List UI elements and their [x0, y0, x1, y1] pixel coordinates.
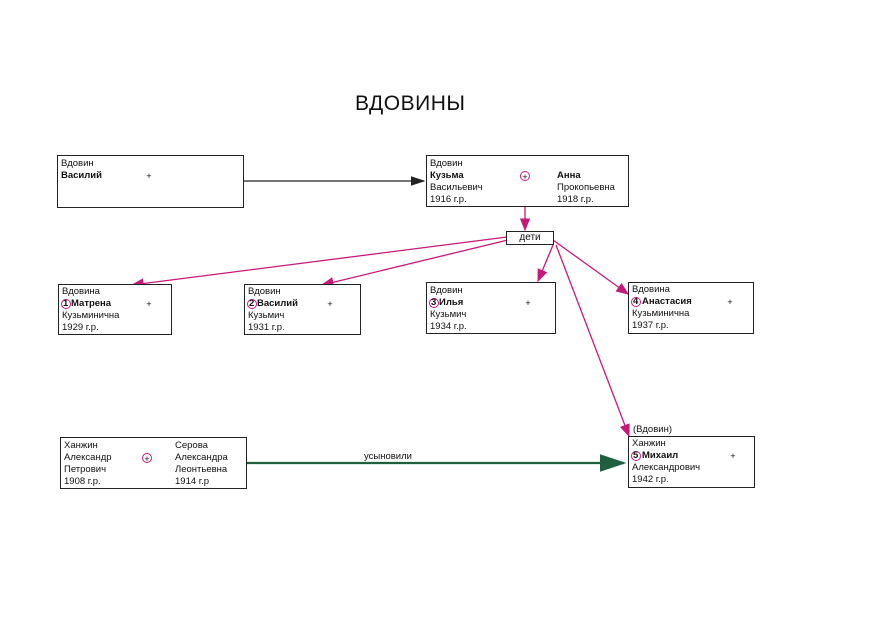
edge-to-child-3	[537, 244, 554, 283]
patronymic: Кузьмич	[430, 309, 467, 320]
given-name: Анастасия	[642, 296, 692, 307]
child-number: 5	[633, 450, 639, 461]
person-card-vasiliy-root[interactable]: Вдовин Василий +	[57, 155, 244, 208]
deceased-mark: +	[146, 171, 152, 181]
patronymic: Александрович	[632, 462, 701, 473]
surname: Вдовина	[62, 286, 100, 297]
person-card-child-5[interactable]: Ханжин 5 Михаил + Александрович 1942 г.р…	[628, 436, 755, 488]
husband-patronymic: Васильевич	[430, 182, 483, 193]
surname: Вдовина	[632, 284, 670, 295]
surname: Вдовин	[430, 158, 463, 169]
deceased-mark: +	[522, 172, 528, 182]
adoption-label: усыновили	[364, 451, 412, 462]
number-circle-icon	[429, 298, 439, 308]
birth-year: 1929 г.р.	[62, 322, 99, 333]
deceased-mark: +	[727, 297, 733, 307]
person-card-child-3[interactable]: Вдовин 3 Илья + Кузьмич 1934 г.р.	[426, 282, 556, 334]
marriage-circle-icon	[520, 171, 530, 181]
surname: Вдовин	[248, 286, 281, 297]
couple-card-kuzma-anna[interactable]: Вдовин Кузьма Васильевич 1916 г.р. + Анн…	[426, 155, 629, 207]
number-circle-icon	[61, 299, 71, 309]
wife-birth-year: 1914 г.р	[175, 476, 210, 487]
edge-to-child-1	[130, 236, 508, 289]
deceased-mark: +	[525, 298, 531, 308]
husband-birth-year: 1916 г.р.	[430, 194, 467, 205]
wife-patronymic: Леонтьевна	[175, 464, 228, 475]
given-name: Матрена	[71, 298, 112, 309]
patronymic: Кузьминична	[632, 308, 690, 319]
surname: Ханжин	[632, 438, 666, 449]
deceased-mark: +	[146, 299, 152, 309]
deceased-mark: +	[144, 454, 150, 464]
husband-patronymic: Петрович	[64, 464, 107, 475]
wife-name: Александра	[175, 452, 228, 463]
marriage-circle-icon	[142, 453, 152, 463]
surname: Вдовин	[430, 285, 463, 296]
edge-to-child-5	[555, 244, 630, 438]
wife-patronymic: Прокопьевна	[557, 182, 615, 193]
given-name: Михаил	[642, 450, 679, 461]
given-name: Василий	[61, 170, 102, 181]
edge-to-child-4	[552, 239, 630, 295]
husband-surname: Ханжин	[64, 440, 98, 451]
deceased-mark: +	[730, 451, 736, 461]
husband-name: Александр	[64, 452, 112, 463]
birth-year: 1942 г.р.	[632, 474, 669, 485]
husband-name: Кузьма	[430, 170, 464, 181]
number-circle-icon	[247, 299, 257, 309]
child-number: 2	[249, 298, 255, 309]
patronymic: Кузьмич	[248, 310, 285, 321]
birth-year: 1931 г.р.	[248, 322, 285, 333]
deceased-mark: +	[327, 299, 333, 309]
birth-year: 1937 г.р.	[632, 320, 669, 331]
number-circle-icon	[631, 451, 641, 461]
husband-birth-year: 1908 г.р.	[64, 476, 101, 487]
former-surname-note: (Вдовин)	[633, 424, 672, 435]
child-number: 4	[633, 296, 639, 307]
person-card-child-2[interactable]: Вдовин 2 Василий + Кузьмич 1931 г.р.	[244, 284, 361, 335]
surname: Вдовин	[61, 158, 94, 169]
wife-birth-year: 1918 г.р.	[557, 194, 594, 205]
given-name: Илья	[439, 297, 464, 308]
wife-surname: Серова	[175, 440, 208, 451]
number-circle-icon	[631, 297, 641, 307]
given-name: Василий	[257, 298, 298, 309]
page-title: ВДОВИНЫ	[355, 92, 466, 115]
couple-card-khanzhin-serova[interactable]: Ханжин Александр Петрович 1908 г.р. + Се…	[60, 437, 247, 489]
person-card-child-4[interactable]: Вдовина 4 Анастасия + Кузьминична 1937 г…	[628, 282, 754, 334]
patronymic: Кузьминична	[62, 310, 120, 321]
wife-name: Анна	[557, 170, 581, 181]
children-connector: дети	[506, 231, 554, 245]
person-card-child-1[interactable]: Вдовина 1 Матрена + Кузьминична 1929 г.р…	[58, 284, 172, 335]
edge-to-child-2	[320, 239, 509, 288]
child-number: 1	[63, 298, 69, 309]
birth-year: 1934 г.р.	[430, 321, 467, 332]
child-number: 3	[431, 297, 437, 308]
